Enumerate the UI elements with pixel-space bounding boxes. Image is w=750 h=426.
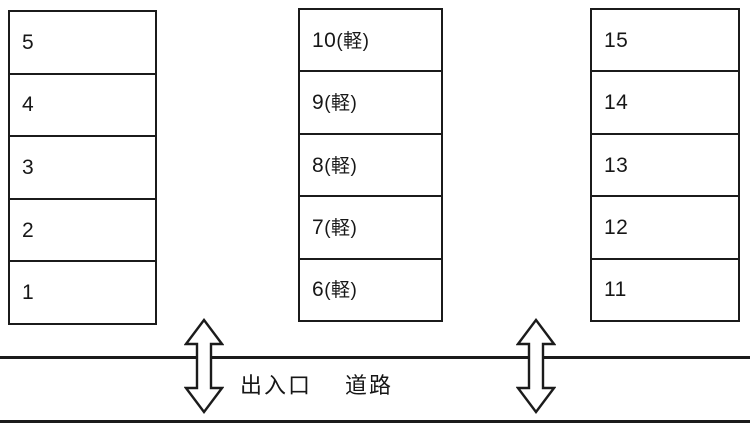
stall-label-2: 2 [22, 218, 35, 242]
stall-kei-badge-8: (軽) [324, 155, 358, 177]
stall-label-4: 4 [22, 93, 35, 117]
parking-block-left: 5 4 3 2 1 [8, 10, 157, 325]
stall-number-7: 7 [312, 215, 325, 239]
stall-kei-badge-10: (軽) [336, 30, 370, 52]
parking-stall-10[interactable]: 10(軽) [300, 10, 441, 73]
parking-stall-3[interactable]: 3 [10, 137, 155, 200]
stall-kei-badge-9: (軽) [324, 93, 358, 115]
road-edge-top [0, 356, 750, 359]
right-access-arrow-icon [516, 318, 556, 414]
parking-stall-14[interactable]: 14 [592, 72, 738, 135]
parking-block-right: 15 14 13 12 11 [590, 8, 740, 322]
parking-stall-9[interactable]: 9(軽) [300, 72, 441, 135]
parking-stall-12[interactable]: 12 [592, 197, 738, 260]
stall-label-12: 12 [604, 215, 629, 239]
parking-stall-13[interactable]: 13 [592, 134, 738, 198]
stall-label-5: 5 [22, 30, 35, 54]
stall-label-15: 15 [604, 28, 629, 52]
stall-label-11: 11 [604, 278, 627, 302]
stall-label-1: 1 [22, 281, 35, 305]
stall-label-9: 9(軽) [300, 92, 357, 113]
stall-label-14: 14 [604, 91, 629, 115]
stall-number-6: 6 [312, 278, 325, 302]
entrance-exit-label: 出入口 [240, 373, 313, 398]
stall-label-7: 7(軽) [300, 217, 357, 238]
stall-kei-badge-7: (軽) [324, 217, 358, 239]
parking-stall-7[interactable]: 7(軽) [300, 197, 441, 260]
parking-stall-5[interactable]: 5 [10, 12, 155, 75]
stall-number-8: 8 [312, 153, 325, 177]
parking-stall-11[interactable]: 11 [592, 259, 738, 321]
parking-stall-1[interactable]: 1 [10, 262, 155, 323]
double-arrow-vertical-icon [184, 318, 224, 414]
parking-stall-6[interactable]: 6(軽) [300, 259, 441, 321]
parking-stall-2[interactable]: 2 [10, 199, 155, 263]
left-access-arrow-icon [184, 318, 224, 414]
stall-number-10: 10 [312, 28, 337, 52]
stall-label-13: 13 [604, 153, 629, 177]
stall-number-9: 9 [312, 91, 325, 115]
parking-stall-15[interactable]: 15 [592, 10, 738, 73]
stall-label-8: 8(軽) [300, 155, 357, 176]
parking-stall-8[interactable]: 8(軽) [300, 134, 441, 198]
road-edge-bottom [0, 420, 750, 423]
road-label: 道路 [345, 373, 394, 398]
parking-stall-4[interactable]: 4 [10, 74, 155, 138]
parking-block-middle: 10(軽) 9(軽) 8(軽) 7(軽) 6(軽) [298, 8, 443, 322]
stall-label-6: 6(軽) [300, 279, 357, 300]
stall-label-10: 10(軽) [300, 30, 370, 51]
stall-kei-badge-6: (軽) [324, 280, 358, 302]
double-arrow-vertical-icon [516, 318, 556, 414]
stall-label-3: 3 [22, 155, 35, 179]
